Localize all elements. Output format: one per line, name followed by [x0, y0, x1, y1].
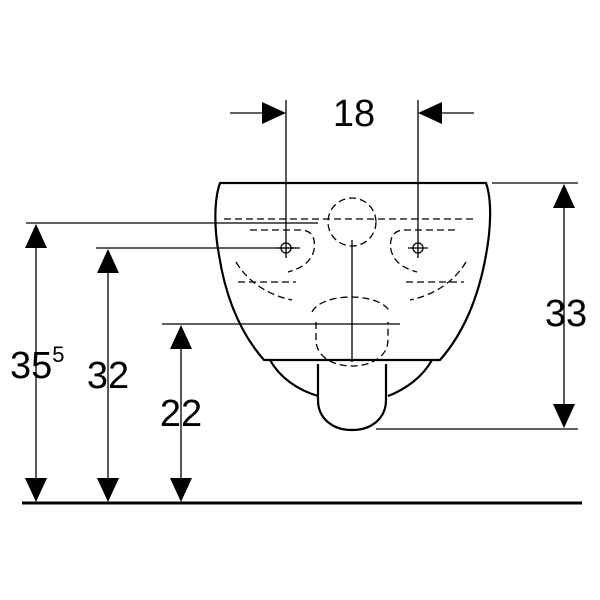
dimension-22-label: 22 — [160, 393, 202, 435]
toilet-bowl-outline — [214, 181, 492, 432]
dimension-35-main: 35 — [10, 345, 52, 387]
dimension-32-label: 32 — [87, 355, 129, 397]
dimension-22: 22 — [160, 325, 202, 502]
dimension-32: 32 — [87, 249, 129, 502]
dimension-18: 18 — [230, 93, 474, 135]
dimension-35-superscript: 5 — [52, 342, 64, 367]
water-inlet-circle — [327, 197, 377, 247]
dimension-35-5: 355 — [10, 224, 65, 502]
dimension-33-label: 33 — [545, 293, 587, 335]
hidden-lines — [224, 197, 476, 367]
dimension-35-5-label: 355 — [10, 342, 65, 387]
dimension-33: 33 — [545, 184, 587, 428]
extension-lines — [26, 100, 578, 430]
dimension-18-label: 18 — [333, 93, 375, 135]
